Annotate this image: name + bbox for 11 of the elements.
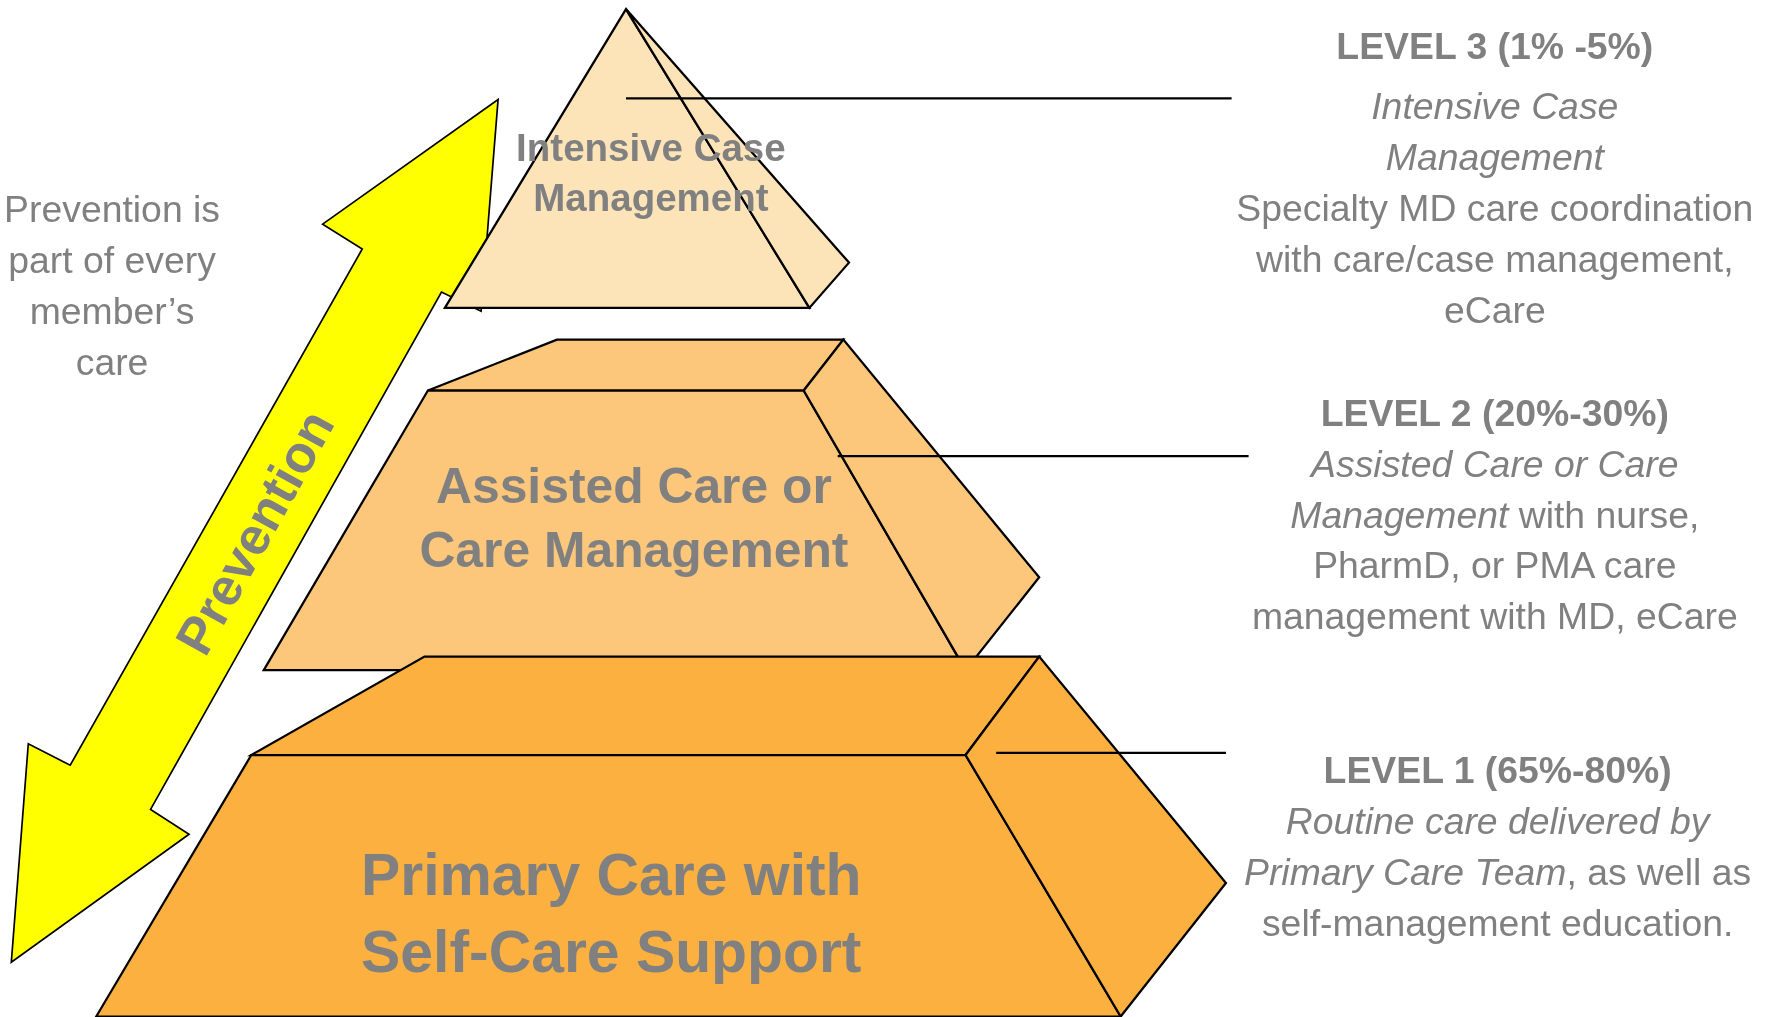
level-heading: LEVEL 2 (20%-30%) <box>1319 390 1670 436</box>
tier-label: Primary Care with Self-Care Support <box>361 842 862 985</box>
level-description: Assisted Care or Care Management with nurse, PharmD, or PMA care management with MD, eCare <box>1250 441 1739 640</box>
level-description: Routine care delivered by Primary Care Team, as well as self-management education. <box>1243 799 1753 947</box>
level-heading: LEVEL 3 (1% -5%) <box>1335 23 1655 69</box>
level-heading: LEVEL 1 (65%-80%) <box>1322 748 1673 794</box>
tier-label: Assisted Care or Care Management <box>419 457 849 578</box>
level-description: Specialty MD care coordination with care/case management, eCare <box>1235 185 1755 333</box>
level-title: Intensive Case Management <box>1370 83 1620 180</box>
side-note: Prevention is part of every member’s care <box>3 186 222 385</box>
leader-line <box>837 455 1249 458</box>
